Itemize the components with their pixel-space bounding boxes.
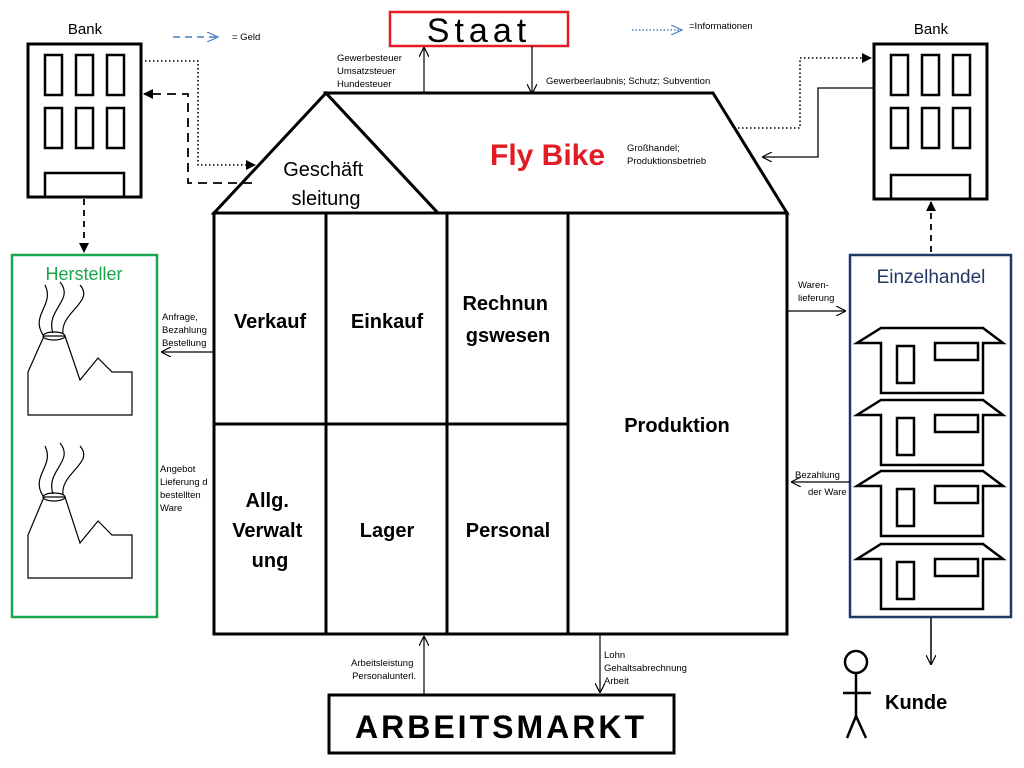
- dept-einkauf: Einkauf: [351, 311, 424, 333]
- shop-icon: [852, 469, 1007, 538]
- customer-icon: [843, 649, 871, 739]
- dept-verkauf: Verkauf: [234, 311, 307, 333]
- manufacturer-box: Hersteller: [10, 253, 159, 619]
- legend-money: = Geld: [173, 32, 260, 43]
- company-name: Fly Bike: [490, 139, 605, 172]
- bank-right: Bank: [872, 21, 989, 201]
- retail-title: Einzelhandel: [877, 267, 986, 288]
- house-body: [212, 211, 789, 636]
- legend-info: =Informationen: [632, 21, 753, 32]
- info-bank-to-management: [141, 60, 256, 170]
- dept-lager: Lager: [360, 520, 415, 542]
- shop-icon: [852, 326, 1007, 395]
- shop-icon: [852, 398, 1007, 467]
- management-label: Geschäft sleitung: [283, 159, 369, 210]
- dept-rechnungswesen: Rechnun gswesen: [462, 293, 553, 347]
- dept-personal: Personal: [466, 520, 550, 542]
- state-title: Staat: [427, 12, 531, 50]
- manufacturer-title: Hersteller: [45, 264, 122, 284]
- factory-icon: [27, 281, 133, 416]
- state-taxes-label: Gewerbesteuer Umsatzsteuer Hundesteuer: [337, 53, 405, 90]
- legend-info-label: =Informationen: [689, 21, 753, 32]
- info-company-to-bank: [738, 53, 872, 129]
- state-box: Staat: [388, 10, 570, 50]
- customer-label: Kunde: [885, 692, 947, 714]
- dept-produktion: Produktion: [624, 415, 730, 437]
- dept-verwaltung: Allg. Verwalt ung: [232, 490, 308, 572]
- state-permits-label: Gewerbeerlaubnis; Schutz; Subvention: [546, 76, 710, 87]
- retail-payment-label: Bezahlung der Ware: [795, 470, 847, 498]
- labor-in-label: Arbeitsleistung Personalunterl.: [351, 658, 416, 682]
- manufacturer-request-label: Anfrage, Bezahlung Bestellung: [162, 312, 210, 349]
- bank-left-label: Bank: [68, 21, 103, 38]
- factory-icon: [27, 442, 133, 579]
- labor-market-box: ARBEITSMARKT: [327, 693, 676, 755]
- shop-icon: [852, 542, 1007, 611]
- retail-box: Einzelhandel: [848, 253, 1013, 619]
- bank-left: Bank: [26, 21, 143, 199]
- retail-delivery-label: Waren- lieferung: [798, 280, 834, 304]
- legend-money-label: = Geld: [232, 32, 260, 43]
- bank-right-label: Bank: [914, 21, 949, 38]
- money-management-to-bank: [143, 89, 252, 184]
- labor-out-label: Lohn Gehaltsabrechnung Arbeit: [604, 650, 690, 687]
- company-type: Großhandel; Produktionsbetrieb: [627, 143, 706, 167]
- bank-to-company-arrow: [763, 87, 874, 157]
- labor-market-title: ARBEITSMARKT: [355, 709, 647, 745]
- manufacturer-offer-label: Angebot Lieferung d bestellten Ware: [160, 464, 210, 514]
